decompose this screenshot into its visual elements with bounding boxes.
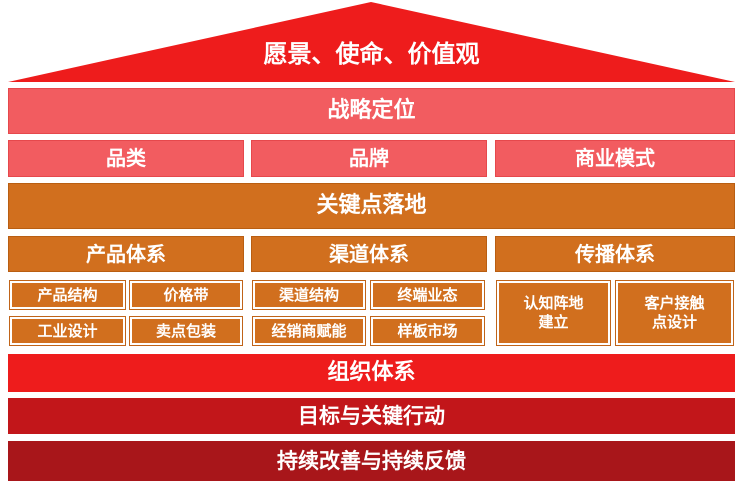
vision-mission-values-title: 愿景、使命、价值观 <box>263 40 480 68</box>
distributor-empowerment-cell: 经销商赋能 <box>252 316 366 346</box>
cognitive-position-cell: 认知阵地 建立 <box>496 280 611 346</box>
model-market-cell: 样板市场 <box>370 316 485 346</box>
roof-shape <box>8 2 735 82</box>
communication-system-header: 传播体系 <box>495 236 735 272</box>
selling-point-packaging-cell: 卖点包装 <box>129 316 243 346</box>
strategy-item-category: 品类 <box>8 140 244 177</box>
industrial-design-cell: 工业设计 <box>9 316 126 346</box>
customer-touchpoint-cell: 客户接触 点设计 <box>615 280 734 346</box>
channel-system-header: 渠道体系 <box>251 236 487 272</box>
terminal-formats-cell: 终端业态 <box>370 280 485 310</box>
strategy-item-brand: 品牌 <box>251 140 487 177</box>
strategy-item-business-model: 商业模式 <box>495 140 735 177</box>
organization-system-bar: 组织体系 <box>8 354 735 392</box>
continuous-improvement-bar: 持续改善与持续反馈 <box>8 441 735 481</box>
product-structure-cell: 产品结构 <box>9 280 126 310</box>
key-points-landing-bar: 关键点落地 <box>8 183 735 229</box>
product-system-header: 产品体系 <box>8 236 244 272</box>
price-band-cell: 价格带 <box>129 280 243 310</box>
strategy-positioning-bar: 战略定位 <box>8 88 735 134</box>
channel-structure-cell: 渠道结构 <box>252 280 366 310</box>
goals-key-actions-bar: 目标与关键行动 <box>8 398 735 434</box>
